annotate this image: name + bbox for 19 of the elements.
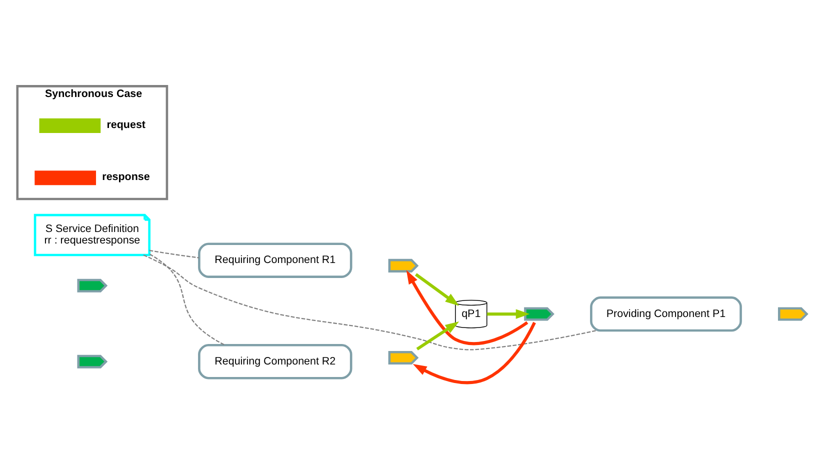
connector	[143, 254, 597, 350]
node-tag	[388, 350, 419, 365]
arrow	[406, 270, 528, 346]
node-box: Requiring Component R2	[198, 344, 352, 380]
connector	[149, 254, 226, 346]
node-tag	[77, 354, 108, 368]
arrow	[486, 309, 530, 319]
legend-label: request	[106, 118, 146, 131]
node-tag	[778, 307, 808, 321]
connector	[149, 250, 200, 258]
node-box: Requiring Component R1	[198, 242, 352, 278]
node-tag	[77, 278, 108, 292]
legend-label: response	[102, 170, 150, 183]
arrow	[416, 321, 460, 350]
node-tag	[388, 258, 419, 272]
node-tag	[524, 307, 554, 321]
node-box: Providing Component P1	[590, 296, 742, 332]
arrow	[412, 322, 536, 384]
arrow	[414, 273, 460, 306]
